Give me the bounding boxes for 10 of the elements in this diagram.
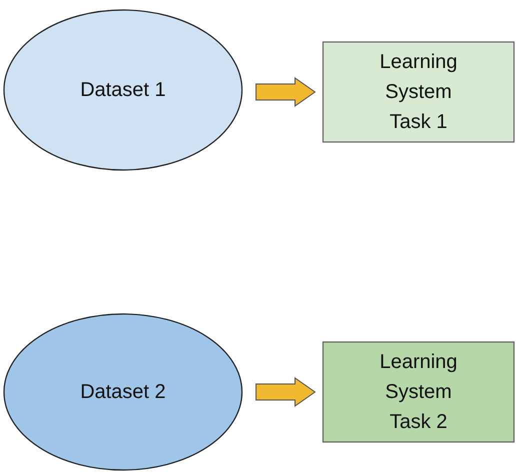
node-label: Learning System Task 1 — [378, 50, 458, 135]
node-label: Learning System Task 2 — [378, 350, 458, 435]
block-arrow — [256, 377, 316, 407]
node-label: Dataset 1 — [80, 78, 166, 103]
dataset-ellipse — [3, 9, 243, 171]
process-box — [322, 41, 515, 143]
dataset-ellipse — [3, 313, 243, 471]
block-arrow — [256, 77, 316, 107]
node-label: Dataset 2 — [80, 380, 166, 405]
process-box — [322, 341, 515, 443]
